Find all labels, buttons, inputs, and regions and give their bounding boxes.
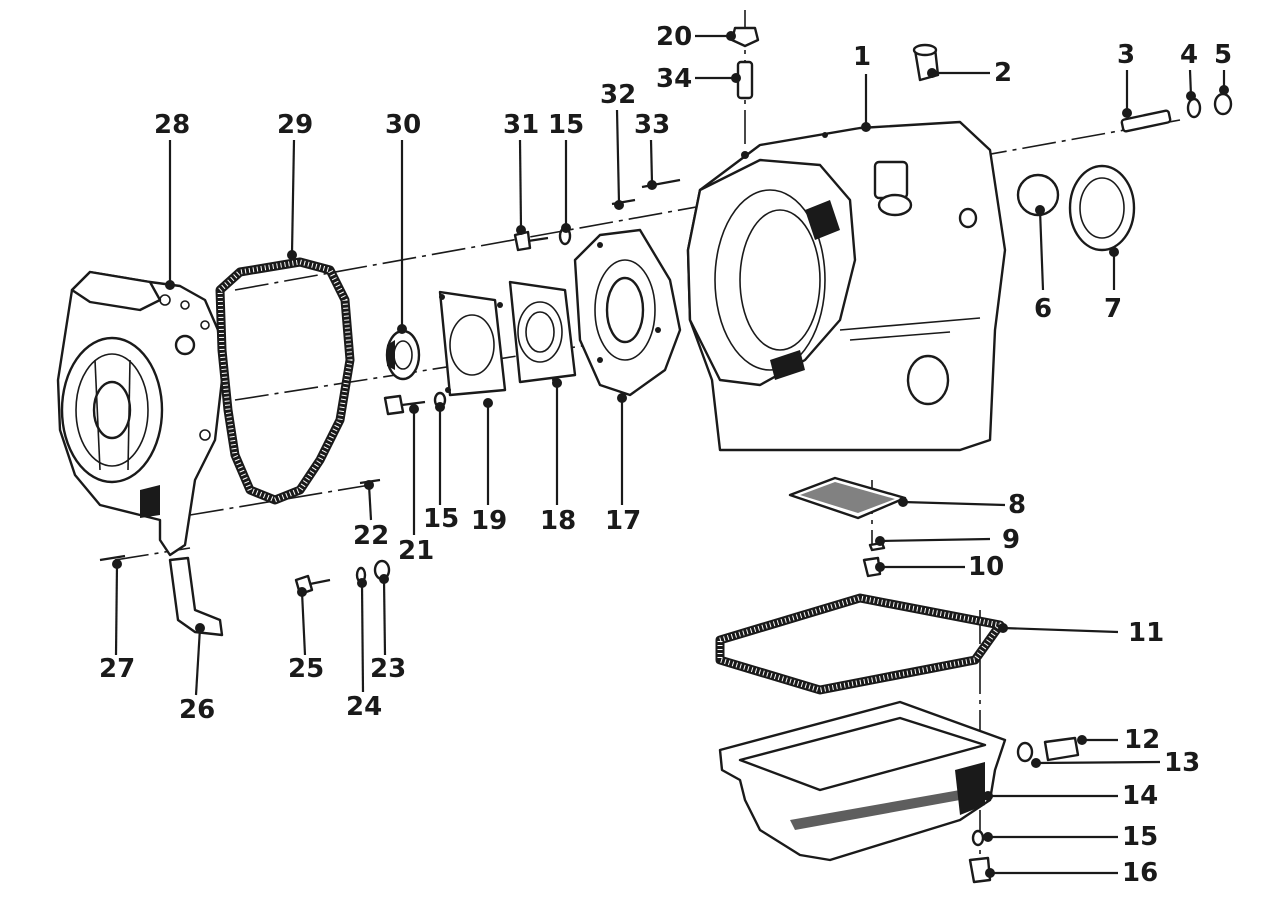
callout-10: 10 (968, 552, 1005, 582)
callout-14: 14 (1122, 781, 1159, 811)
callout-19: 19 (471, 506, 508, 536)
callout-29: 29 (277, 110, 314, 140)
callout-20: 20 (656, 22, 693, 52)
callout-23: 23 (370, 654, 407, 684)
seal-housing-part (508, 280, 577, 384)
top-nut-stud-part (730, 26, 760, 100)
front-cover-part (56, 270, 224, 557)
callout-22: 22 (353, 521, 390, 551)
callout-1: 1 (853, 42, 872, 72)
callout-16: 16 (1122, 858, 1159, 888)
seal-ring-part (1068, 164, 1136, 252)
callout-28: 28 (154, 110, 191, 140)
callout-9: 9 (1002, 525, 1021, 555)
callout-12: 12 (1124, 725, 1161, 755)
filter-screen-part (788, 476, 907, 520)
bracket-part (168, 556, 224, 637)
callout-11: 11 (1128, 618, 1165, 648)
callout-13: 13 (1164, 748, 1201, 778)
callout-8: 8 (1008, 490, 1027, 520)
callout-24: 24 (346, 692, 383, 722)
transmission-housing-part (686, 120, 1007, 452)
callout-17: 17 (605, 506, 642, 536)
callout-6: 6 (1034, 294, 1053, 324)
callout-18: 18 (540, 506, 577, 536)
cover-plate-part (438, 290, 507, 397)
callout-31: 31 (503, 110, 540, 140)
bearing-part (385, 329, 421, 381)
callout-34: 34 (656, 64, 693, 94)
callout-25: 25 (288, 654, 325, 684)
callout-30: 30 (385, 110, 422, 140)
callout-15-top: 15 (548, 110, 585, 140)
callout-26: 26 (179, 695, 216, 725)
callout-15-bottom: 15 (1122, 822, 1159, 852)
callout-21: 21 (398, 536, 435, 566)
callout-27: 27 (99, 654, 136, 684)
stud-washer-nut-part (1120, 92, 1233, 133)
callout-7: 7 (1104, 294, 1123, 324)
callout-32: 32 (600, 80, 637, 110)
callout-2: 2 (994, 58, 1013, 88)
callout-3: 3 (1117, 40, 1136, 70)
callout-5: 5 (1214, 40, 1233, 70)
leader-lines (112, 31, 1229, 878)
callout-33: 33 (634, 110, 671, 140)
gasket-part (215, 257, 355, 505)
pan-gasket-part (715, 593, 1005, 695)
callout-4: 4 (1180, 40, 1199, 70)
oil-pan-part (718, 700, 1007, 862)
bearing-flange-part (573, 228, 682, 397)
callout-15-middle: 15 (423, 504, 460, 534)
cap-part (1016, 173, 1060, 217)
